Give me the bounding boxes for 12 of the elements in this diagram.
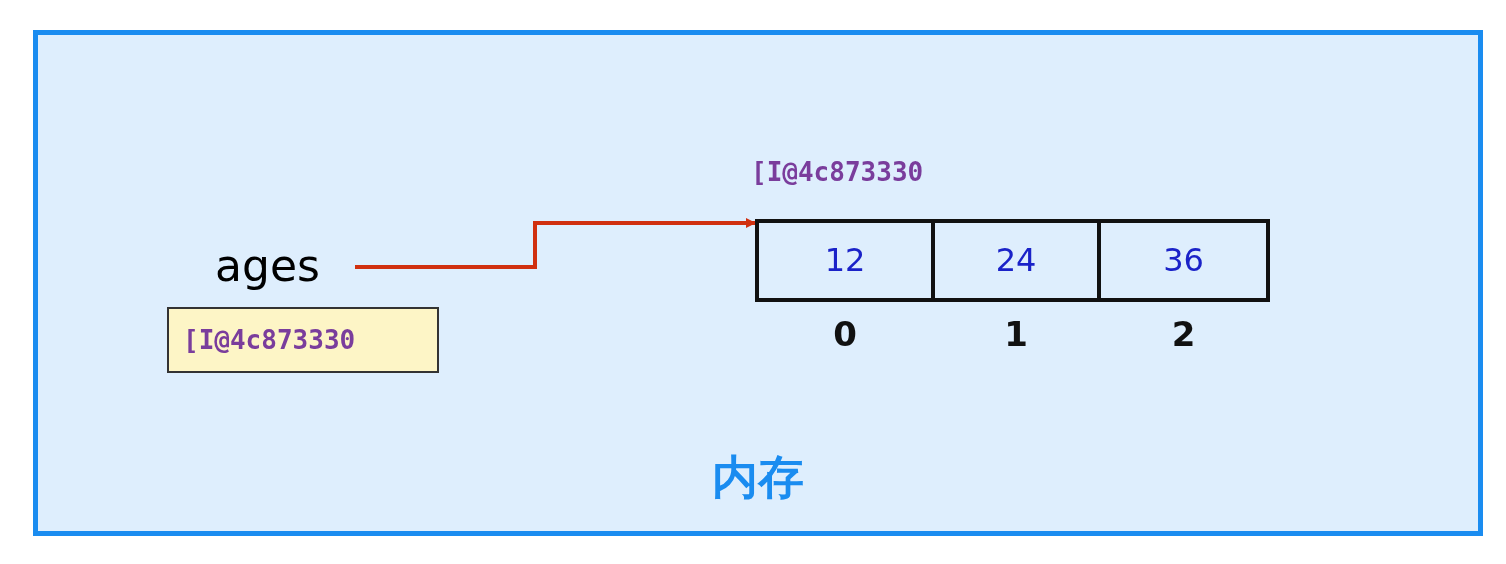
variable-name: ages [200,236,335,296]
cell-value: 36 [1163,241,1204,279]
index-label: 2 [1170,314,1197,354]
memory-panel [33,30,1483,536]
cell-value: 24 [995,241,1037,279]
cell-value: 12 [824,241,866,279]
arrow [355,218,756,269]
index-label: 0 [832,314,858,354]
index-label: 1 [1003,314,1029,354]
address-label: [I@4c873330 [751,157,924,187]
panel-title: 内存 [711,449,805,506]
address-box: [I@4c873330 [167,307,439,373]
